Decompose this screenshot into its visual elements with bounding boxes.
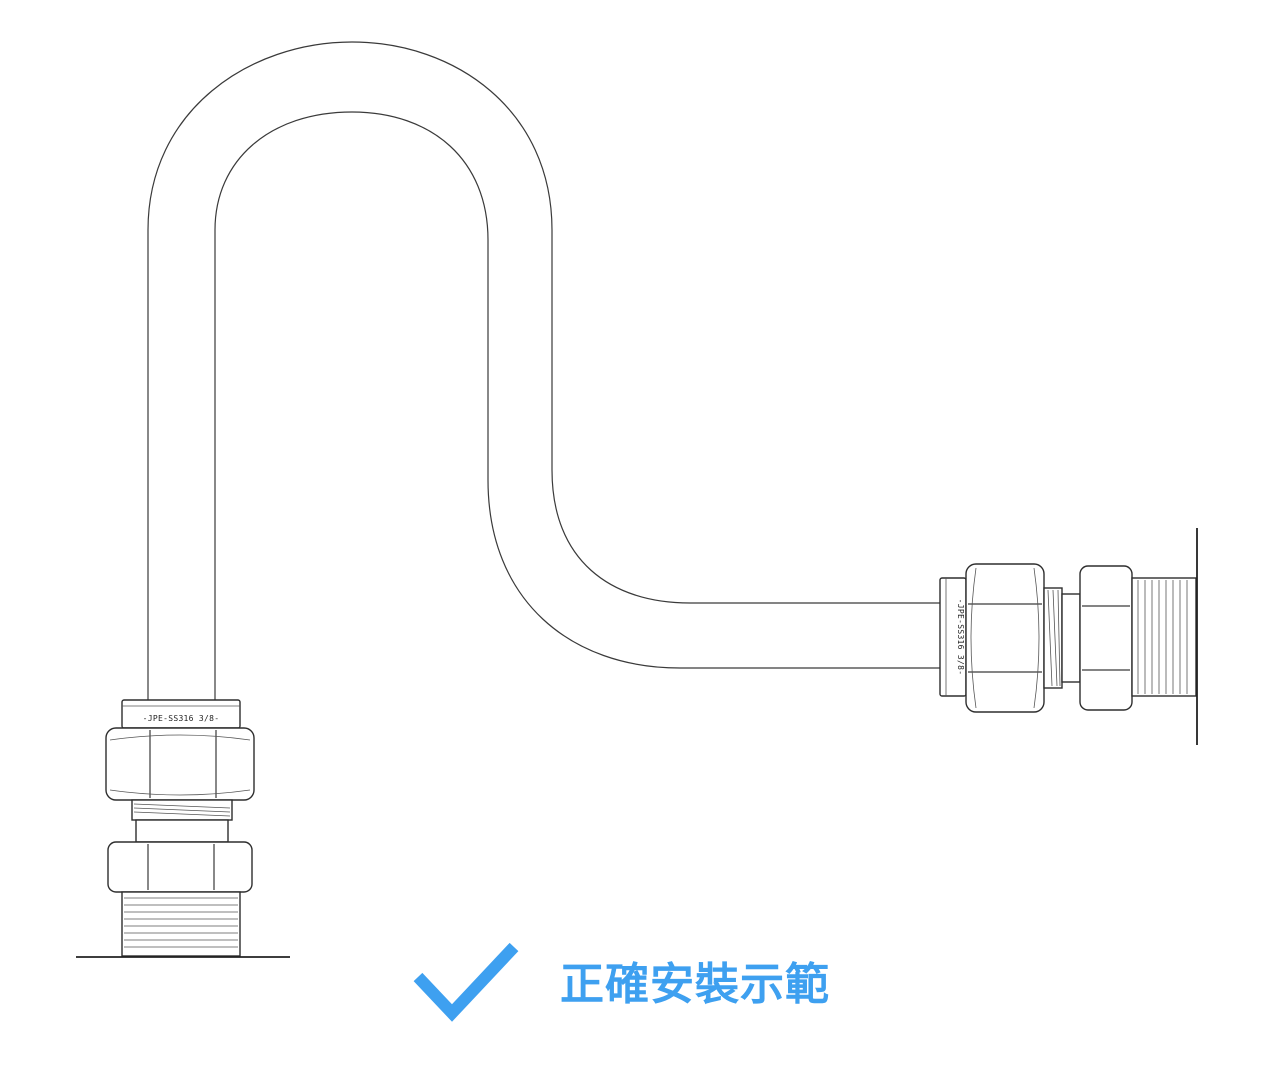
caption: 正確安裝示範 — [410, 935, 830, 1025]
left-fitting-marking: -JPE-SS316 3/8- — [143, 714, 220, 723]
right-hex-nut — [965, 563, 1045, 713]
left-male-thread — [121, 891, 241, 957]
right-hex-body — [1079, 565, 1133, 711]
caption-text: 正確安裝示範 — [560, 959, 830, 1010]
right-fitting-marking: -JPE-SS316 3/8- — [956, 599, 965, 676]
left-neck — [135, 819, 229, 843]
left-fitting: -JPE-SS316 3/8- — [76, 699, 290, 958]
right-fitting: -JPE-SS316 3/8- — [939, 528, 1198, 745]
right-male-thread — [1131, 577, 1197, 697]
tube-inner-edge — [214, 111, 940, 700]
tube-outer-edge — [147, 41, 940, 700]
left-lower-hex-body — [107, 841, 253, 893]
checkmark-icon — [413, 942, 519, 1022]
right-neck — [1061, 593, 1081, 683]
bent-tube — [147, 41, 940, 700]
left-upper-hex-nut — [105, 727, 255, 801]
